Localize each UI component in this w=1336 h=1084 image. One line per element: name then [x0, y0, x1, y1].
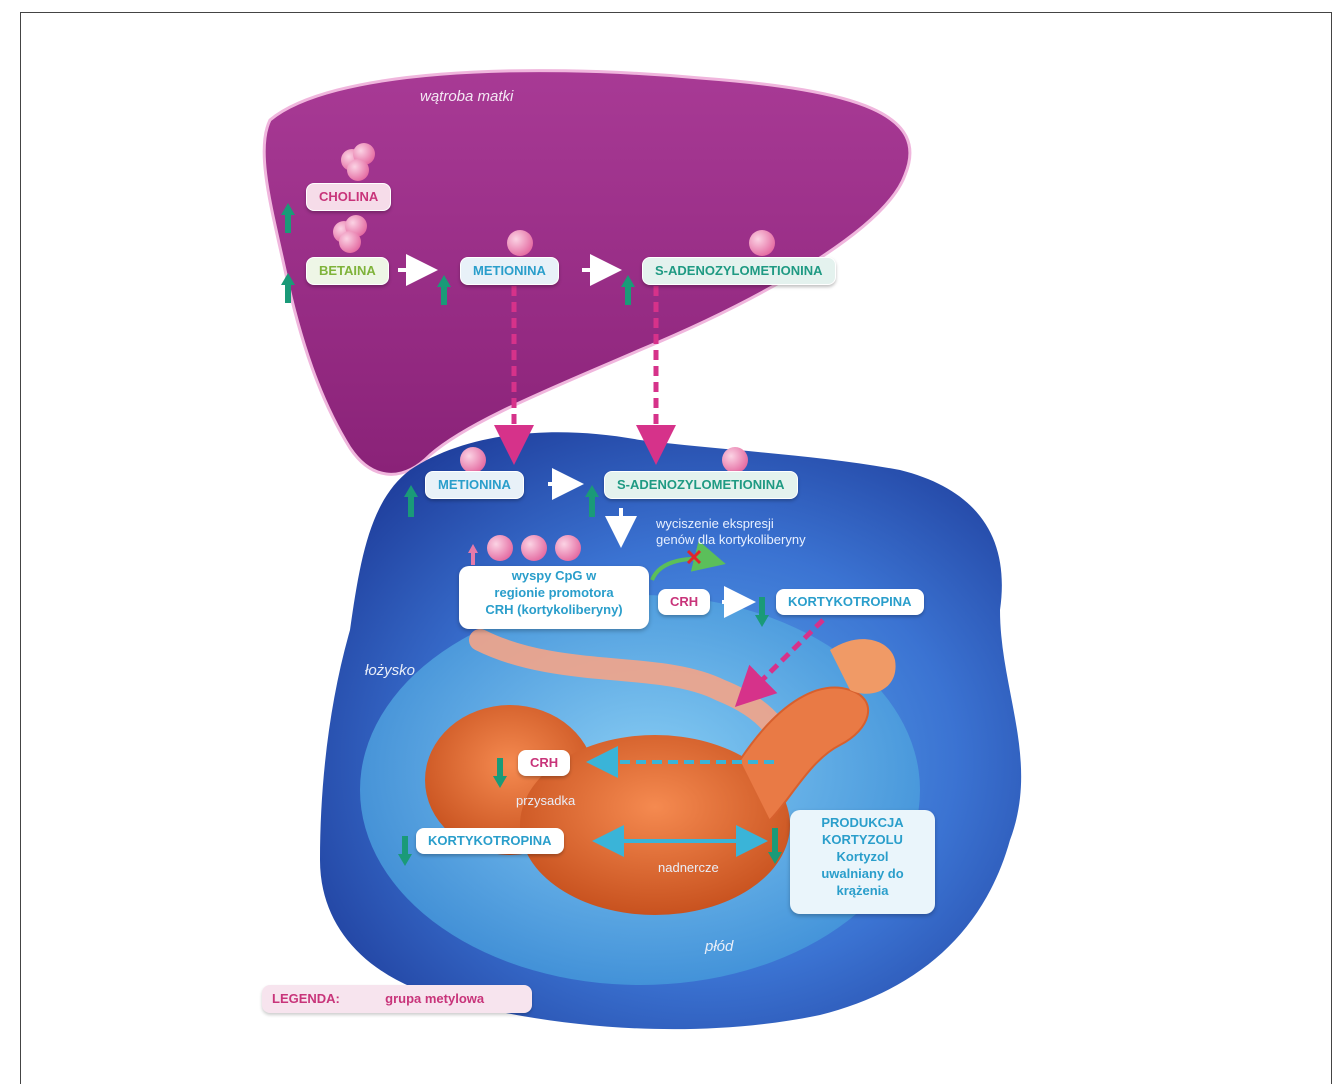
crh-placenta-pill: CRH [658, 589, 711, 615]
liver-label: wątroba matki [420, 88, 514, 105]
placenta-label: łożysko [365, 662, 416, 679]
fetus-arm [830, 639, 896, 694]
corticotropin-fetus-pill: KORTYKOTROPINA [416, 828, 564, 854]
sam-liver-pill: S-ADENOZYLOMETIONINA [642, 257, 836, 285]
fetus-label: płód [705, 938, 734, 955]
up-arrows [281, 203, 635, 517]
legend-title: LEGENDA: [272, 991, 340, 1006]
fetus-body [520, 735, 790, 915]
corticotropin-placenta-pill: KORTYKOTROPINA [776, 589, 924, 615]
gene-silencing-line2: genów dla kortykoliberyny [656, 532, 806, 547]
cpg-line1: wyspy CpG w [511, 568, 597, 583]
production-line5: krążenia [836, 883, 889, 898]
legend-item-label: grupa metylowa [385, 991, 485, 1006]
gene-silencing-text: wyciszenie ekspresji genów dla kortykoli… [656, 516, 806, 548]
betaine-pill: BETAINA [306, 257, 389, 285]
down-arrows [398, 597, 782, 866]
pink-dashed-arrows [494, 286, 825, 708]
production-line2: KORTYZOLU [822, 832, 903, 847]
production-line1: PRODUKCJA [821, 815, 904, 830]
silencing-arrow [650, 540, 726, 581]
cortisol-production-box: PRODUKCJA KORTYZOLU Kortyzol uwalniany d… [790, 810, 935, 914]
methyl-group-legend-icon [350, 987, 376, 1013]
cpg-line2: regionie promotora [494, 585, 614, 600]
cyan-dashed-arrows [586, 746, 774, 857]
fetus-leg [739, 686, 870, 821]
crh-fetus-pill: CRH [518, 750, 571, 776]
legend: LEGENDA: grupa metylowa [262, 985, 532, 1013]
cpg-islands-box: wyspy CpG w regionie promotora CRH (kort… [459, 566, 649, 629]
sam-placenta-pill: S-ADENOZYLOMETIONINA [604, 471, 798, 499]
cpg-up-arrow [468, 544, 478, 565]
pituitary-label: przysadka [516, 793, 576, 808]
figure-frame [20, 12, 1332, 1084]
white-arrows [398, 254, 756, 618]
gene-silencing-line1: wyciszenie ekspresji [656, 516, 774, 531]
liver-shape [262, 69, 912, 476]
cpg-line3: CRH (kortykoliberyny) [485, 602, 623, 617]
choline-pill: CHOLINA [306, 183, 392, 211]
production-line4: uwalniany do [821, 866, 904, 881]
production-line3: Kortyzol [836, 849, 889, 864]
methionine-placenta-pill: METIONINA [425, 471, 524, 499]
adrenal-label: nadnercze [658, 860, 719, 875]
methionine-liver-pill: METIONINA [460, 257, 559, 285]
cross-icon [686, 549, 702, 565]
